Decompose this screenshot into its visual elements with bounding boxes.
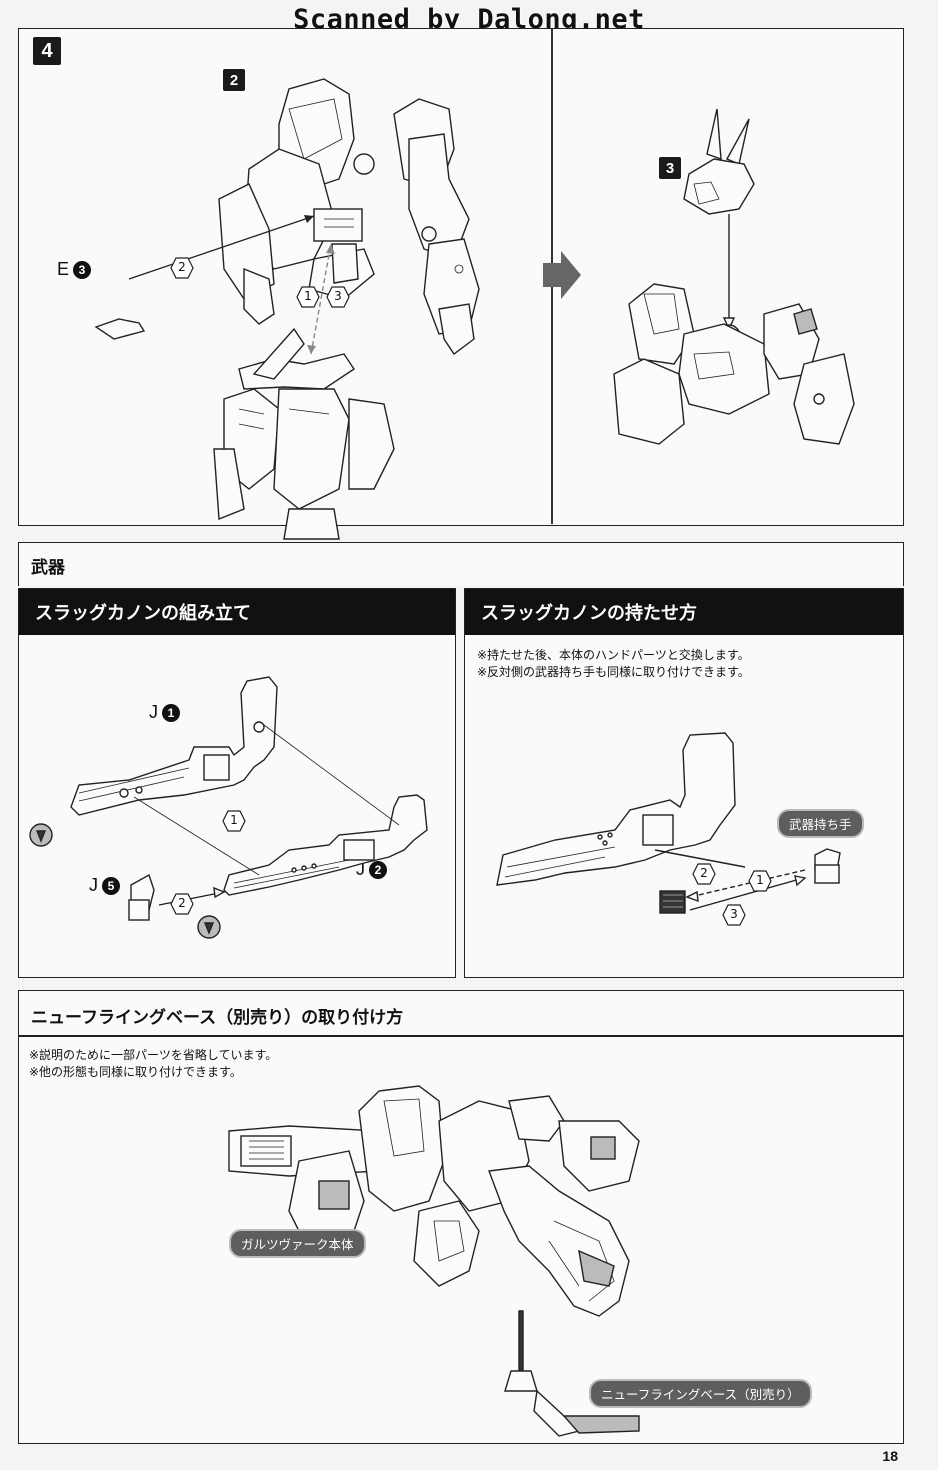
part-number-dot: 1 — [162, 703, 180, 722]
garzvark-body-tag: ガルツヴァーク本体 — [229, 1229, 366, 1258]
cannon-assembly-panel: スラッグカノンの組み立て J 1 J 2 J 5 — [18, 588, 456, 978]
substep-3-badge: 3 — [659, 157, 681, 179]
part-label-j1: J 1 — [149, 702, 180, 723]
seq-hex-2: 2 — [170, 257, 194, 279]
weapon-title: 武器 — [31, 558, 65, 578]
cannon-holding-panel: スラッグカノンの持たせ方 ※持たせた後、本体のハンドパーツと交換します。 ※反対… — [464, 588, 904, 978]
seq-hex-label: 3 — [730, 907, 738, 921]
seq-hex-label: 3 — [334, 289, 342, 303]
seq-hex-label: 1 — [304, 289, 312, 303]
seq-hex-1: 1 — [222, 810, 246, 832]
cannon-holding-illustration — [496, 732, 841, 914]
head-mount-illustration — [613, 108, 855, 445]
seq-hex-label: 2 — [178, 896, 186, 910]
seq-hex-1: 1 — [296, 286, 320, 308]
cannon-parts-illustration — [29, 676, 428, 939]
part-letter: J — [149, 702, 158, 722]
seq-hex-label: 2 — [700, 866, 708, 880]
seq-hex-3: 3 — [326, 286, 350, 308]
part-letter: J — [89, 875, 98, 895]
page-number: 18 — [882, 1448, 898, 1464]
flying-base-note-1: ※説明のために一部パーツを省略しています。 — [29, 1048, 278, 1062]
torso-assembly-illustration — [94, 78, 480, 540]
seq-hex-label: 1 — [756, 873, 764, 887]
part-label-j2: J 2 — [356, 859, 387, 880]
seq-hex-3: 3 — [722, 904, 746, 926]
part-letter: E — [57, 259, 70, 279]
holding-note-1: ※持たせた後、本体のハンドパーツと交換します。 — [477, 648, 750, 662]
cannon-holding-heading: スラッグカノンの持たせ方 — [465, 589, 903, 635]
seq-hex-label: 2 — [178, 260, 186, 274]
seq-hex-label: 1 — [230, 813, 238, 827]
cannon-assembly-heading: スラッグカノンの組み立て — [19, 589, 455, 635]
step-number-badge: 4 — [33, 37, 61, 65]
part-label-e3: E 3 — [57, 259, 92, 280]
seq-hex-1: 1 — [748, 870, 772, 892]
part-letter: J — [356, 859, 365, 879]
weapon-hand-tag: 武器持ち手 — [777, 809, 864, 838]
seq-hex-2: 2 — [692, 863, 716, 885]
heading-divider — [19, 1035, 903, 1037]
flying-base-heading: ニューフライングベース（別売り）の取り付け方 — [31, 1008, 404, 1028]
flying-base-panel: ニューフライングベース（別売り）の取り付け方 ※説明のために一部パーツを省略して… — [18, 990, 904, 1444]
flying-base-illustration — [228, 1085, 640, 1437]
flying-base-note-2: ※他の形態も同様に取り付けできます。 — [29, 1065, 242, 1079]
weapon-title-box: 武器 — [18, 542, 904, 586]
assembly-arrows — [128, 215, 335, 355]
part-number-dot: 2 — [369, 860, 387, 879]
arrow-right-icon — [543, 251, 581, 299]
part-number-dot: 3 — [73, 260, 92, 279]
part-number-dot: 5 — [102, 876, 120, 895]
part-label-j5: J 5 — [89, 875, 120, 896]
step4-panel: 4 2 3 E 3 — [18, 28, 904, 540]
seq-hex-2: 2 — [170, 893, 194, 915]
holding-note-2: ※反対側の武器持ち手も同様に取り付けできます。 — [477, 665, 750, 679]
flying-base-tag: ニューフライングベース（別売り） — [589, 1379, 812, 1408]
substep-2-badge: 2 — [223, 69, 245, 91]
